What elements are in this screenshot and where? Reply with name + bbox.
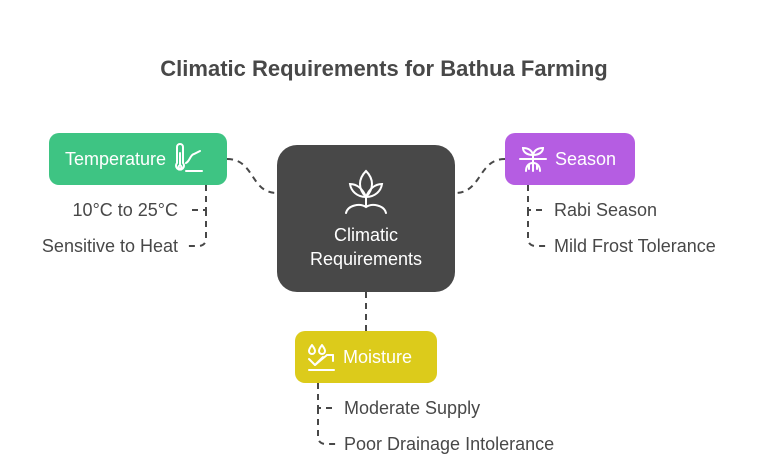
- central-node: Climatic Requirements: [277, 145, 455, 292]
- season-item: Rabi Season: [554, 200, 658, 220]
- node-moisture-label: Moisture: [343, 346, 413, 367]
- connector-temp-item-1: [188, 185, 207, 211]
- node-moisture: Moisture: [295, 331, 437, 383]
- moisture-item: Poor Drainage Intolerance: [344, 434, 555, 454]
- temperature-item: Sensitive to Heat: [41, 236, 178, 256]
- temperature-item: 10°C to 25°C: [72, 200, 178, 220]
- connector-moist-item-1: [317, 383, 336, 409]
- diagram-title: Climatic Requirements for Bathua Farming: [160, 56, 608, 81]
- central-label-line-2: Requirements: [309, 249, 423, 269]
- node-temperature-label: Temperature: [65, 148, 167, 169]
- season-item: Mild Frost Tolerance: [554, 236, 716, 256]
- node-season-label: Season: [555, 148, 617, 169]
- water-drops-icon: [308, 344, 335, 371]
- connector-moist-item-2: [317, 408, 336, 445]
- moisture-item: Moderate Supply: [344, 398, 481, 418]
- node-season: Season: [505, 133, 635, 185]
- thermometer-icon: [175, 143, 204, 172]
- connector-temp-item-2: [188, 210, 207, 247]
- central-label-line-1: Climatic: [333, 225, 398, 245]
- connector-season-item-1: [527, 185, 546, 211]
- connector-temperature: [226, 158, 278, 194]
- connector-season-item-2: [527, 210, 546, 247]
- node-temperature: Temperature: [49, 133, 227, 185]
- plant-sprout-icon: [345, 169, 387, 214]
- connector-season: [454, 158, 506, 194]
- plant-roots-icon: [519, 146, 547, 172]
